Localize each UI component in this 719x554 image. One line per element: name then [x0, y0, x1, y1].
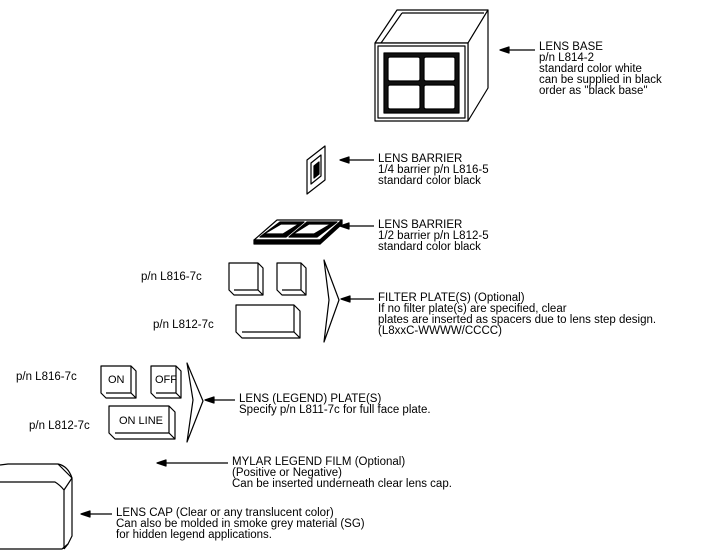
half-barrier-drawing: [253, 219, 343, 245]
lens-cap-drawing: [0, 463, 73, 550]
filter-plate-arrowhead: [340, 295, 351, 303]
mylar-film-arrowhead: [156, 459, 167, 467]
legend-small-part-label: p/n L816-7c: [16, 371, 77, 383]
lens-base-arrowhead: [499, 46, 510, 54]
lens-base-part-number: p/n L814-2: [539, 52, 594, 64]
lens-base-color: standard color white: [539, 63, 642, 75]
mylar-film-callout: MYLAR LEGEND FILM (Optional) (Positive o…: [232, 456, 452, 490]
filter-plate-callout: FILTER PLATE(S) (Optional) If no filter …: [378, 292, 657, 337]
mylar-film-note-2: Can be inserted underneath clear lens ca…: [232, 478, 452, 490]
lens-cap-callout: LENS CAP (Clear or any translucent color…: [116, 507, 365, 541]
mylar-film-note-1: (Positive or Negative): [232, 467, 342, 479]
legend-plate-title: LENS (LEGEND) PLATE(S): [239, 393, 382, 405]
quarter-barrier-drawing: [306, 145, 326, 195]
filter-plate-note-2: plates are inserted as spacers due to le…: [378, 314, 657, 326]
quarter-barrier-title: LENS BARRIER: [378, 153, 463, 165]
filter-plate-note-1: If no filter plate(s) are specified, cle…: [378, 303, 567, 315]
legend-plate-note: Specify p/n L811-7c for full face plate.: [239, 404, 431, 416]
lens-base-note-2: order as "black base": [539, 85, 648, 97]
quarter-barrier-callout: LENS BARRIER 1/4 barrier p/n L816-5 stan…: [378, 153, 489, 187]
filter-large-part-label: p/n L812-7c: [153, 319, 214, 331]
on-line-legend-text: ON LINE: [119, 415, 164, 427]
off-legend-text: OFF: [155, 374, 177, 386]
mylar-film-title: MYLAR LEGEND FILM (Optional): [232, 456, 406, 468]
lens-base-callout: LENS BASE p/n L814-2 standard color whit…: [539, 41, 662, 97]
half-barrier-arrowhead: [339, 222, 350, 230]
half-barrier-callout: LENS BARRIER 1/2 barrier p/n L812-5 stan…: [378, 219, 489, 253]
lens-base-drawing: [374, 9, 489, 122]
legend-large-part-label: p/n L812-7c: [29, 420, 90, 432]
legend-plate-callout: LENS (LEGEND) PLATE(S) Specify p/n L811-…: [239, 393, 431, 416]
legend-plate-arrowhead: [204, 396, 215, 404]
half-barrier-title: LENS BARRIER: [378, 219, 463, 231]
lens-cap-note-1: Can also be molded in smoke grey materia…: [116, 518, 365, 530]
lens-cap-arrowhead: [80, 510, 91, 518]
quarter-barrier-part-number: 1/4 barrier p/n L816-5: [378, 164, 489, 176]
filter-plate-title: FILTER PLATE(S) (Optional): [378, 292, 525, 304]
half-barrier-color: standard color black: [378, 241, 481, 253]
filter-plate-code: (L8xxC-WWWW/CCCC): [378, 325, 502, 337]
quarter-barrier-arrowhead: [339, 156, 350, 164]
lens-base-title: LENS BASE: [539, 41, 603, 53]
filter-small-part-label: p/n L816-7c: [141, 271, 202, 283]
legend-plates-drawing: [100, 362, 204, 443]
lens-cap-note-2: for hidden legend applications.: [116, 529, 273, 541]
filter-plates-drawing: [228, 259, 340, 343]
on-legend-text: ON: [108, 374, 125, 386]
lens-cap-title: LENS CAP (Clear or any translucent color…: [116, 507, 334, 519]
lens-base-note-1: can be supplied in black: [539, 74, 662, 86]
half-barrier-part-number: 1/2 barrier p/n L812-5: [378, 230, 489, 242]
quarter-barrier-color: standard color black: [378, 175, 481, 187]
